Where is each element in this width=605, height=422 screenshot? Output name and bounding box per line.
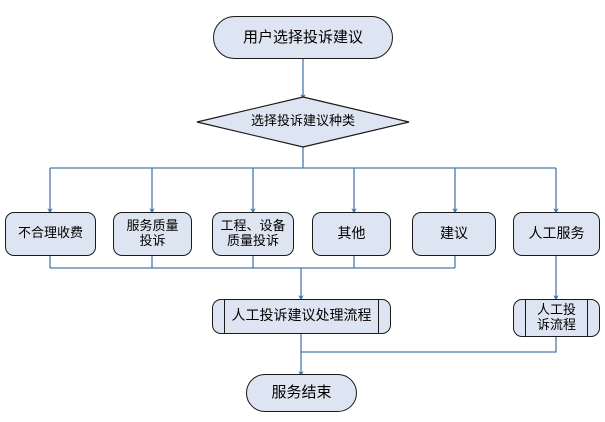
node-start-label: 用户选择投诉建议 (242, 27, 363, 46)
node-option-suggestion[interactable]: 建议 (412, 212, 496, 256)
node-decision[interactable]: 选择投诉建议种类 (196, 96, 410, 148)
node-option-other[interactable]: 其他 (312, 212, 391, 256)
node-option-5-label: 建议 (440, 225, 468, 242)
node-option-1-label: 不合理收费 (17, 226, 83, 242)
node-decision-label: 选择投诉建议种类 (250, 114, 355, 130)
node-end-label: 服务结束 (271, 383, 332, 402)
node-option-4-label: 其他 (337, 225, 366, 242)
node-option-6-label: 人工服务 (528, 225, 585, 242)
node-manual-complaint-label: 人工投 诉流程 (536, 302, 576, 333)
connector-manual-complaint-to-end (301, 336, 557, 353)
node-manual-complaint-handling-process[interactable]: 人工投诉建议处理流程 (212, 299, 391, 334)
node-start[interactable]: 用户选择投诉建议 (213, 16, 393, 59)
node-option-3-label: 工程、设备 质量投诉 (220, 218, 286, 249)
node-option-unreasonable-fee[interactable]: 不合理收费 (5, 212, 96, 256)
node-option-engineering-equipment-quality[interactable]: 工程、设备 质量投诉 (212, 212, 294, 256)
node-manual-complaint-flow[interactable]: 人工投 诉流程 (513, 299, 600, 337)
decision-diamond-shape (196, 96, 410, 148)
node-option-manual-service[interactable]: 人工服务 (513, 212, 600, 256)
node-end[interactable]: 服务结束 (246, 374, 357, 412)
node-option-service-quality[interactable]: 服务质量 投诉 (113, 212, 192, 256)
node-manual-process-label: 人工投诉建议处理流程 (231, 308, 372, 325)
node-option-2-label: 服务质量 投诉 (126, 218, 179, 249)
